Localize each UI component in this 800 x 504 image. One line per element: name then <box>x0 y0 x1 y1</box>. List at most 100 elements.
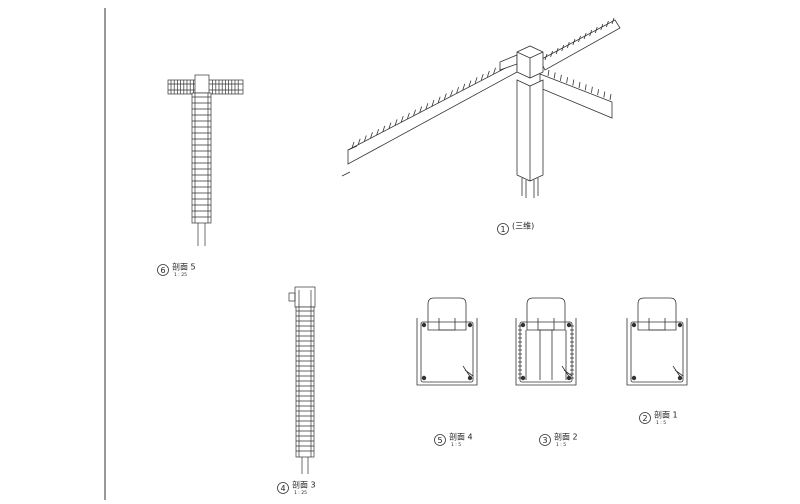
stirrup-tick <box>572 79 575 86</box>
view-number: 1 <box>500 225 505 234</box>
view-scale: 1 : 25 <box>294 490 307 496</box>
stirrup-tick <box>578 81 581 89</box>
stirrup-tick <box>351 141 355 149</box>
rebar-dot <box>467 322 473 328</box>
stirrup-tick <box>561 44 565 52</box>
stirrup-tick <box>437 96 441 103</box>
stirrup-tick <box>594 26 598 34</box>
view-number: 2 <box>642 414 647 423</box>
stirrup-tick <box>583 32 587 40</box>
rebar-dot <box>566 322 572 328</box>
view-3d-frame <box>341 17 621 198</box>
stirrup-tick <box>431 99 435 107</box>
view-label-6: 6 剖面 51 : 25 <box>157 262 196 278</box>
joint-edge <box>529 51 544 59</box>
rebar-dot <box>421 375 427 381</box>
view-title: 剖面 1 <box>654 410 678 420</box>
stirrup-tick <box>425 103 429 110</box>
stirrup-tick <box>606 20 609 28</box>
stirrup-tick <box>584 84 587 91</box>
stirrup-tick <box>388 122 392 129</box>
beam-long-right-stirrups <box>544 17 615 61</box>
column-stirrups <box>296 310 314 452</box>
stirrup-tick <box>572 38 576 46</box>
section-5-drawing <box>167 74 244 246</box>
rebar-dot <box>631 322 637 328</box>
stirrup-hook <box>672 365 684 379</box>
formwork-outline <box>416 318 478 386</box>
stirrup-tick <box>443 93 447 100</box>
joint-edge <box>516 51 531 59</box>
stirrup-tick <box>382 125 386 132</box>
view-title: 剖面 5 <box>172 262 196 272</box>
view-number: 3 <box>542 436 547 445</box>
stirrup-tick <box>566 41 570 49</box>
rebar-dot <box>677 322 683 328</box>
view-number-circle <box>497 223 509 235</box>
stirrup-tick <box>376 128 379 136</box>
cross-section-1 <box>626 297 688 386</box>
stirrup-tick <box>555 47 559 55</box>
stirrup-tick <box>400 116 404 123</box>
stirrup-tick <box>560 74 562 81</box>
stirrup-tick <box>597 89 599 96</box>
stirrup <box>420 321 474 383</box>
cross-section-2 <box>515 297 577 386</box>
stirrup-tick <box>589 29 593 37</box>
view-scale: 1 : 5 <box>656 420 666 426</box>
beam-top <box>526 297 566 331</box>
cross-section-4 <box>416 297 478 386</box>
view-number: 6 <box>160 266 165 275</box>
stirrup-tick <box>544 53 548 61</box>
view-title: 剖面 2 <box>554 432 578 442</box>
view-scale: 1 : 5 <box>451 442 461 448</box>
stirrup-tick <box>363 135 367 142</box>
section-3-drawing <box>288 286 316 474</box>
column-head <box>294 286 316 308</box>
beam-cross-side <box>539 73 613 119</box>
beam-long-right-end <box>539 19 621 71</box>
view-label-2: 2 剖面 11 : 5 <box>639 410 678 426</box>
stirrup-tick <box>357 138 361 145</box>
stirrup-tick <box>468 80 472 87</box>
stirrup-tick <box>419 106 423 113</box>
view-number: 4 <box>280 484 285 493</box>
beam-long-top-edge <box>347 145 358 151</box>
joint-box <box>194 74 210 94</box>
beam-end-line <box>341 171 351 177</box>
column-body <box>295 306 315 458</box>
stirrup-tick <box>550 50 553 58</box>
beam-top <box>637 297 677 331</box>
formwork-outline <box>515 318 577 386</box>
stirrup-tick <box>462 83 466 90</box>
view-number-circle <box>539 434 551 446</box>
view-title: (三维) <box>512 221 534 231</box>
stirrup-hook <box>561 365 573 379</box>
view-number: 5 <box>437 436 442 445</box>
stirrup-tick <box>611 17 615 25</box>
stirrup-tick <box>370 132 373 139</box>
view-number-circle <box>157 264 169 276</box>
rebar-dot <box>421 322 427 328</box>
stirrup-tick <box>450 90 453 97</box>
rebar-dot <box>631 375 637 381</box>
beam-long-front <box>347 61 518 165</box>
head-detail <box>288 292 296 302</box>
stirrup-tick <box>603 91 606 98</box>
view-scale: 1 : 25 <box>174 272 187 278</box>
column-body <box>191 92 212 224</box>
stirrup <box>630 321 684 383</box>
stirrup-tick <box>609 93 612 101</box>
beam-cross-stirrups <box>547 69 612 101</box>
stirrup <box>519 321 573 383</box>
stirrup-tick <box>407 112 410 120</box>
stirrup-tick <box>591 86 593 93</box>
formwork-outline <box>626 318 688 386</box>
stirrup-tick <box>547 69 550 77</box>
